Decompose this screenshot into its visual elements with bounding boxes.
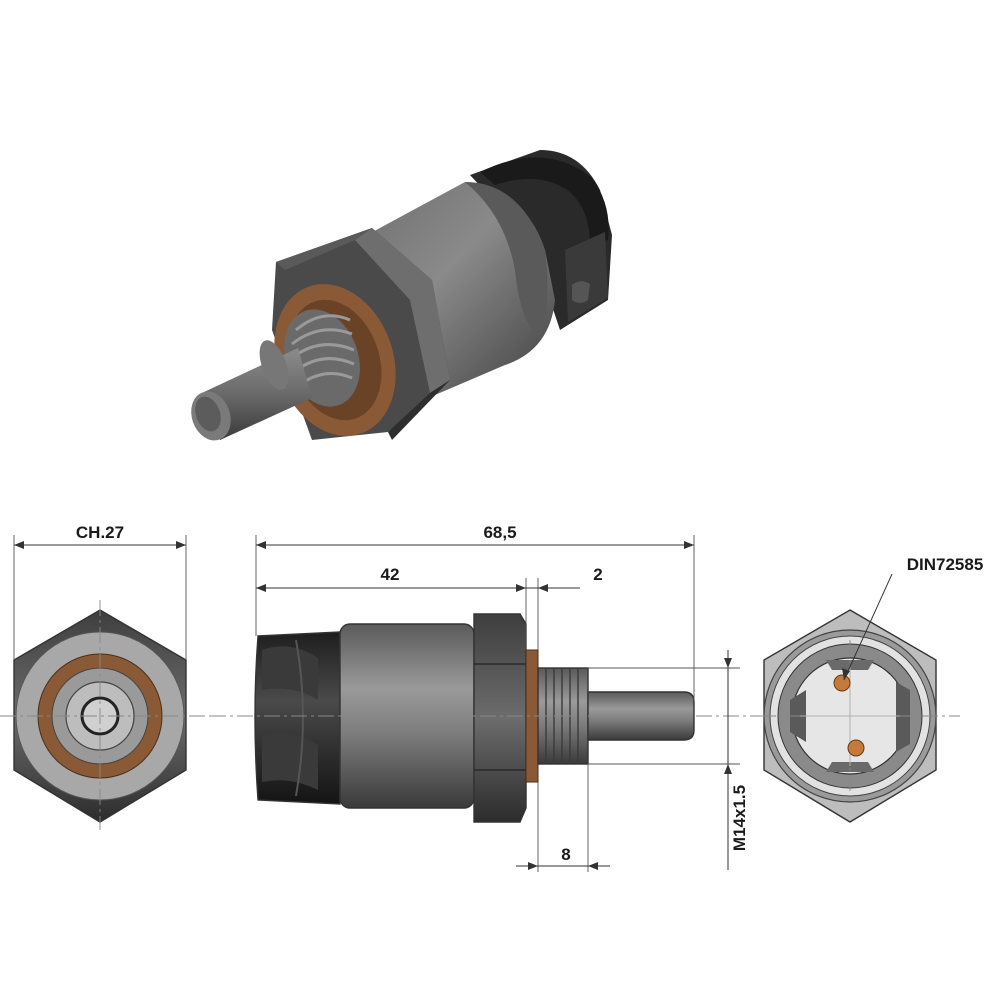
- connector-pin-bottom: [847, 739, 865, 757]
- overall-length-dimension: 68,5: [255, 523, 695, 700]
- thread-length-dimension: 8: [516, 764, 610, 872]
- body-length-label: 42: [381, 565, 400, 584]
- body-length-dimension: 42: [256, 565, 527, 650]
- overall-length-label: 68,5: [483, 523, 516, 542]
- connector-pin-top: [833, 674, 851, 692]
- connector-standard-label: DIN72585: [907, 555, 984, 574]
- isometric-view: [191, 150, 612, 441]
- iso-probe-pin: [191, 340, 312, 441]
- washer-thickness-label: 2: [593, 565, 602, 584]
- thread-spec-dimension: M14x1.5: [588, 650, 749, 870]
- rear-connector-view: DIN72585: [760, 555, 984, 823]
- thread-spec-label: M14x1.5: [730, 785, 749, 851]
- side-probe-pin: [587, 691, 695, 741]
- washer-dimension: 2: [526, 565, 603, 650]
- hex-dimension: CH.27: [13, 523, 187, 660]
- thread-length-label: 8: [561, 845, 570, 864]
- hex-size-label: CH.27: [76, 523, 124, 542]
- front-end-view: [0, 600, 210, 830]
- side-hex-nut: [473, 613, 527, 823]
- side-view: [210, 613, 760, 823]
